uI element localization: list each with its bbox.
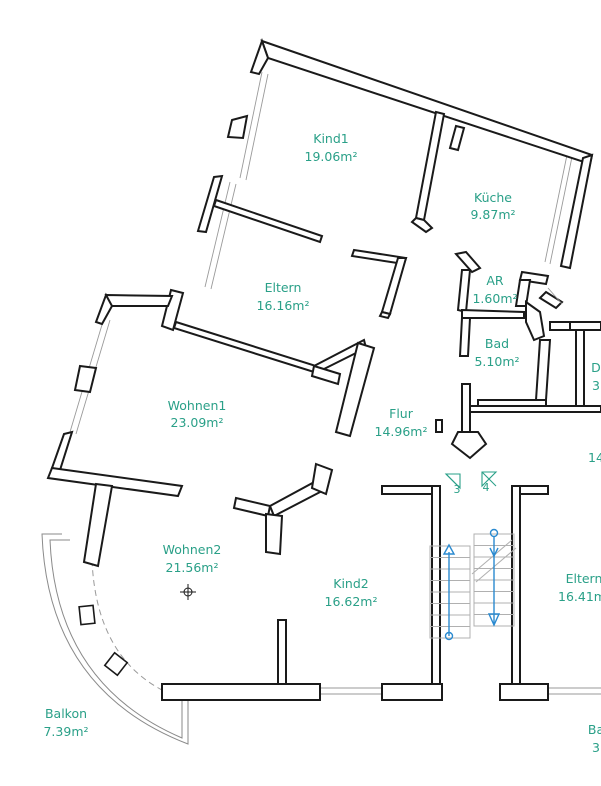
- room-area-kueche: 9.87m²: [470, 207, 515, 222]
- room-area-eltern-1: 16.16m²: [257, 298, 310, 313]
- marker-3-label: 3: [454, 483, 461, 496]
- room-name-bad: Bad: [485, 336, 509, 351]
- room-name-14: 14: [588, 450, 601, 465]
- room-name-balkon: Balkon: [45, 706, 87, 721]
- marker-4-label: 4: [483, 481, 490, 494]
- room-area-bad: 5.10m²: [474, 354, 519, 369]
- room-area-wohnen2: 21.56m²: [166, 560, 219, 575]
- room-area-flur: 14.96m²: [375, 424, 428, 439]
- room-name-kind1: Kind1: [313, 131, 348, 146]
- room-name-kind2: Kind2: [333, 576, 368, 591]
- marker-4: 4: [481, 471, 498, 494]
- room-name-ar: AR: [486, 273, 504, 288]
- staircase: [429, 528, 517, 641]
- room-name-d: D: [591, 360, 601, 375]
- room-area-d: 3: [592, 378, 600, 393]
- room-area-eltern-2: 16.41m: [558, 589, 601, 604]
- room-area-wohnen1: 23.09m²: [171, 415, 224, 430]
- room-name-kueche: Küche: [474, 190, 512, 205]
- balcony-outline: [41, 533, 189, 745]
- room-name-flur: Flur: [389, 406, 414, 421]
- room-area-ba: 3: [592, 740, 600, 755]
- room-name-wohnen2: Wohnen2: [163, 542, 222, 557]
- room-name-ba: Ba: [588, 722, 601, 737]
- room-area-kind2: 16.62m²: [325, 594, 378, 609]
- bad-door: [538, 287, 564, 310]
- crosshair-icon: [180, 584, 196, 600]
- room-labels: Kind1 19.06m² Küche 9.87m² Eltern 16.16m…: [43, 131, 601, 755]
- room-area-ar: 1.60m²: [472, 291, 517, 306]
- marker-3: 3: [444, 473, 461, 496]
- room-name-wohnen1: Wohnen1: [168, 398, 227, 413]
- room-name-eltern-1: Eltern: [265, 280, 302, 295]
- room-area-balkon: 7.39m²: [43, 724, 88, 739]
- room-name-eltern-2: Eltern: [566, 571, 601, 586]
- window-pillars: [78, 604, 129, 677]
- room-area-kind1: 19.06m²: [305, 149, 358, 164]
